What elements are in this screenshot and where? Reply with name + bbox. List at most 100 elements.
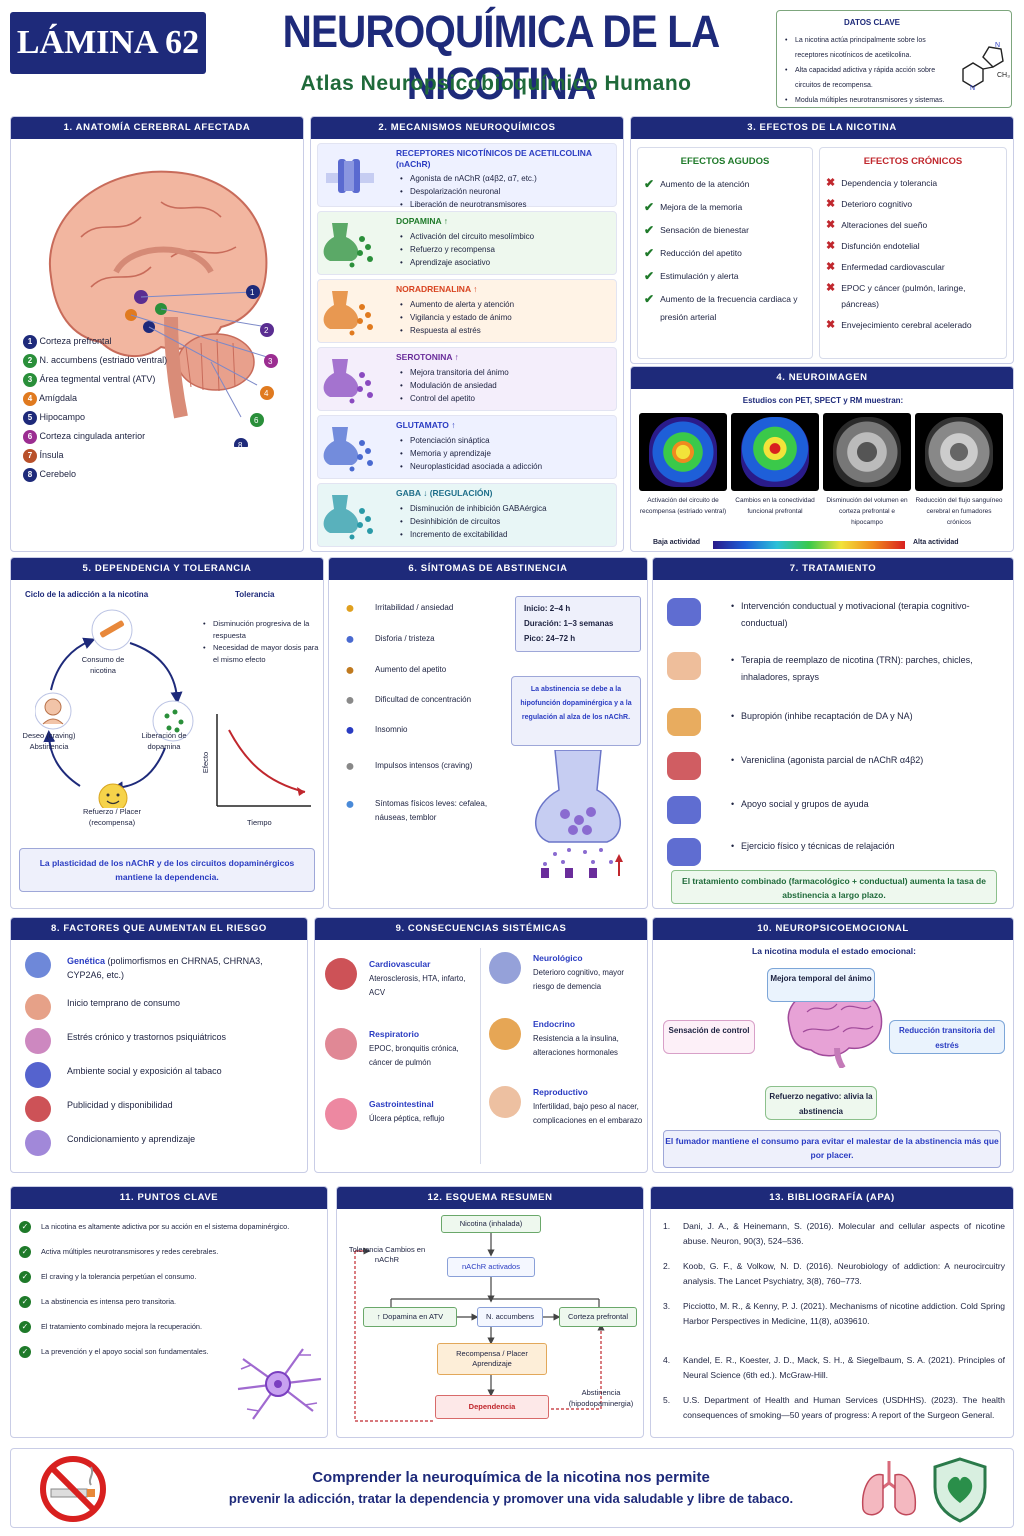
symptom-icon: ● — [345, 758, 355, 775]
agudo-label: Aumento de la atención — [660, 179, 750, 189]
consequence-text: Úlcera péptica, reflujo — [369, 1114, 445, 1123]
tratamiento-note: El tratamiento combinado (farmacológico … — [671, 870, 997, 904]
mechanism-item: Disminución de inhibición GABAérgica — [398, 502, 620, 515]
mechanism-label: RECEPTORES NICOTÍNICOS DE ACETILCOLINA (… — [396, 148, 592, 169]
symptom-icon: ● — [345, 692, 355, 709]
cronico-label: Deterioro cognitivo — [841, 199, 913, 209]
mechanism-name: GLUTAMATO ↑ — [396, 420, 616, 431]
node-nachr: nAChR activados — [447, 1257, 535, 1277]
risk-text: Condicionamiento y aprendizaje — [67, 1134, 196, 1144]
symptom-icon: ● — [345, 722, 355, 739]
legend-item: 2 N. accumbens (estriado ventral) — [23, 354, 293, 373]
brain-scan-image — [731, 413, 819, 491]
synapse-icon — [535, 750, 623, 878]
risk-icon — [25, 1062, 51, 1088]
node-refuerzo: Refuerzo negativo: alivia la abstinencia — [765, 1086, 877, 1120]
mechanism-name: DOPAMINA ↑ — [396, 216, 616, 227]
mechanism-name: NORADRENALINA ↑ — [396, 284, 616, 295]
section-title: 2. MECANISMOS NEUROQUÍMICOS — [311, 117, 623, 139]
section-efectos: 3. EFECTOS DE LA NICOTINA EFECTOS AGUDOS… — [630, 116, 1014, 364]
agudos-box: EFECTOS AGUDOS ✔Aumento de la atención✔M… — [637, 147, 813, 359]
footer-line-2: prevenir la adicción, tratar la dependen… — [228, 1491, 794, 1506]
brain-scan-image — [915, 413, 1003, 491]
cycle-liberacion: Liberación de dopamina — [141, 731, 187, 751]
section-title: 12. ESQUEMA RESUMEN — [337, 1187, 643, 1209]
mechanism-name: RECEPTORES NICOTÍNICOS DE ACETILCOLINA (… — [396, 148, 616, 170]
key-point: Activa múltiples neurotransmisores y red… — [41, 1247, 219, 1256]
tolerancia-list: Disminución progresiva de la respuesta N… — [201, 618, 319, 666]
svg-text:CH₃: CH₃ — [997, 72, 1010, 79]
svg-text:3: 3 — [268, 357, 273, 366]
scale-high-label: Alta actividad — [913, 539, 959, 546]
section-title: 13. BIBLIOGRAFÍA (APA) — [651, 1187, 1013, 1209]
legend-item: 4 Amígdala — [23, 392, 293, 411]
reference-number: 5. — [663, 1395, 671, 1405]
risk-item: Genética (polimorfismos en CHRNA5, CHRNA… — [67, 954, 299, 982]
cycle-consumo: Consumo de nicotina — [81, 655, 125, 675]
receptor-icon — [326, 159, 374, 193]
agudo-label: Aumento de la frecuencia cardiaca y pres… — [660, 294, 798, 322]
consequence-title: Endocrino — [533, 1019, 576, 1029]
symptom-label: Aumento del apetito — [375, 665, 447, 674]
risk-bold: Genética — [67, 956, 106, 966]
section-anatomia: 1. ANATOMÍA CEREBRAL AFECTADA 1 2 3 4 6 … — [10, 116, 304, 552]
mechanism-item: Memoria y aprendizaje — [398, 447, 620, 460]
reference-item: Picciotto, M. R., & Kenny, P. J. (2021).… — [683, 1301, 1005, 1326]
datos-clave-list: La nicotina actúa principalmente sobre l… — [783, 33, 953, 107]
risk-text: Publicidad y disponibilidad — [67, 1100, 173, 1110]
scan-caption: Disminución del volumen en corteza prefr… — [826, 497, 908, 526]
cronicos-list: ✖Dependencia y tolerancia✖Deterioro cogn… — [820, 175, 1006, 333]
treatment-label: Bupropión (inhibe recaptación de DA y NA… — [729, 708, 1007, 725]
section-title: 3. EFECTOS DE LA NICOTINA — [631, 117, 1013, 139]
check-icon: ✔ — [644, 200, 655, 214]
treatment-icon — [667, 598, 701, 626]
cronico-label: EPOC y cáncer (pulmón, laringe, páncreas… — [841, 283, 966, 309]
mechanism-item: Modulación de ansiedad — [398, 379, 620, 392]
section-title: 9. CONSECUENCIAS SISTÉMICAS — [315, 918, 647, 940]
mechanism-item: Aprendizaje asociativo — [398, 256, 620, 269]
cross-icon: ✖ — [826, 177, 836, 189]
abstinencia-note: La abstinencia se debe a la hipofunción … — [511, 676, 641, 746]
cross-icon: ✖ — [826, 198, 836, 210]
datos-item: La nicotina actúa principalmente sobre l… — [783, 33, 953, 63]
chart-y-label: Efecto — [201, 751, 211, 774]
organ-icon — [489, 1086, 521, 1118]
consequence-text: EPOC, bronquitis crónica, cáncer de pulm… — [369, 1044, 459, 1067]
symptom-label: Síntomas físicos leves: cefalea, náuseas… — [375, 799, 488, 822]
mechanism-item: Vigilancia y estado de ánimo — [398, 311, 620, 324]
section-title: 5. DEPENDENCIA Y TOLERANCIA — [11, 558, 323, 580]
section-title: 1. ANATOMÍA CEREBRAL AFECTADA — [11, 117, 303, 139]
legend-item: 5 Hipocampo — [23, 411, 293, 430]
mechanism-label: GLUTAMATO — [396, 420, 449, 430]
agudo-item: ✔Aumento de la atención — [644, 175, 806, 193]
check-icon: ✔ — [644, 223, 655, 237]
svg-text:1: 1 — [250, 288, 255, 297]
mechanism-item: Agonista de nAChR (α4β2, α7, etc.) — [398, 172, 620, 185]
scan-brain — [833, 417, 901, 487]
symptom-icon: ● — [345, 796, 355, 813]
treatment-label: Ejercicio físico y técnicas de relajació… — [729, 838, 1007, 855]
svg-text:N: N — [995, 42, 1000, 49]
treatment-item: Intervención conductual y motivacional (… — [729, 598, 1007, 632]
check-icon: ✔ — [644, 246, 655, 260]
scan-brain — [649, 417, 717, 487]
consequence-title: Cardiovascular — [369, 959, 431, 969]
timing-inicio: Inicio: 2–4 h — [524, 604, 571, 613]
neuropsico-note: El fumador mantiene el consumo para evit… — [663, 1130, 1001, 1168]
treatment-label: Apoyo social y grupos de ayuda — [729, 796, 1007, 813]
reference-item: U.S. Department of Health and Human Serv… — [683, 1395, 1005, 1420]
treatment-item: Apoyo social y grupos de ayuda — [729, 796, 1007, 813]
receptor-icon — [323, 223, 373, 268]
risk-icon — [25, 1130, 51, 1156]
cronico-label: Envejecimiento cerebral acelerado — [841, 320, 972, 330]
consequence-title: Neurológico — [533, 953, 583, 963]
mechanism-arrow: ↑ — [473, 284, 478, 294]
section-consecuencias: 9. CONSECUENCIAS SISTÉMICAS Cardiovascul… — [314, 917, 648, 1173]
risk-text: Inicio temprano de consumo — [67, 998, 181, 1008]
cross-icon: ✖ — [826, 282, 836, 294]
key-point: La abstinencia es intensa pero transitor… — [41, 1297, 177, 1306]
agudo-label: Sensación de bienestar — [660, 225, 749, 235]
symptom-icon: ● — [345, 662, 355, 679]
consequence-text: Aterosclerosis, HTA, infarto, ACV — [369, 974, 466, 997]
treatment-icon — [667, 838, 701, 866]
